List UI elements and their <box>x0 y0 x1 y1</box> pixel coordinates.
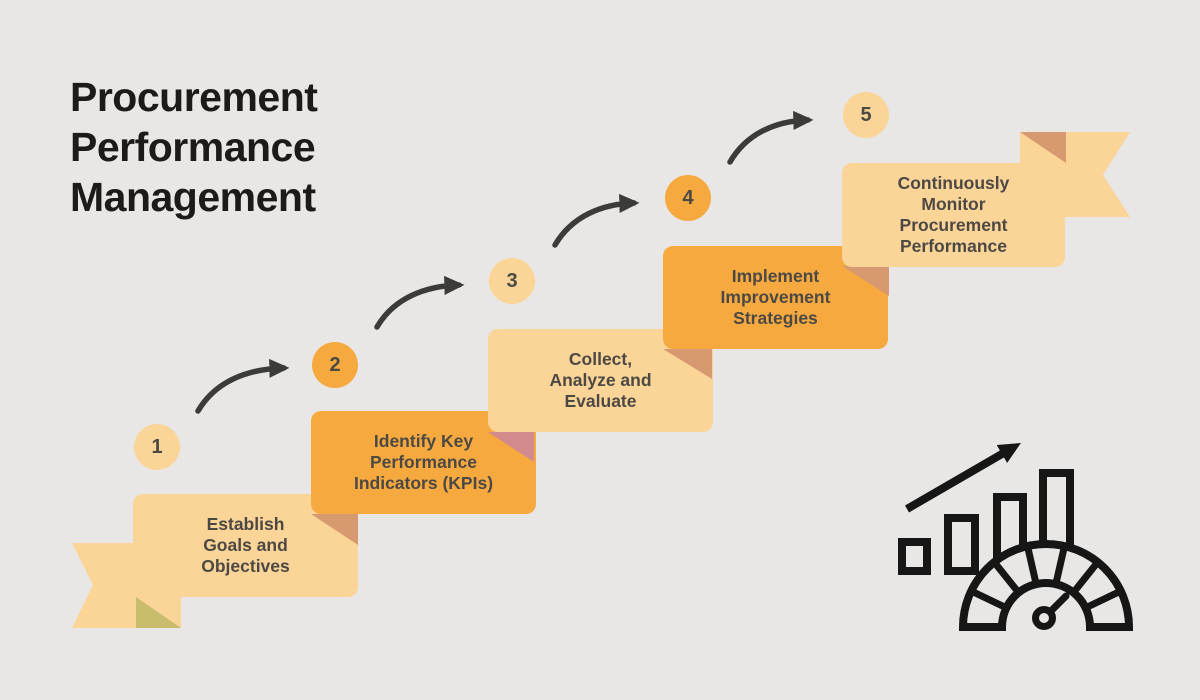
performance-metrics-icon <box>898 442 1134 631</box>
page-title: Procurement Performance Management <box>70 74 318 220</box>
step-circle-4: 4 <box>665 175 711 221</box>
arrow-step3-to-step4-icon <box>552 193 640 248</box>
arrow-step2-to-step3-icon <box>374 275 465 330</box>
arrow-step1-to-step2-icon <box>195 358 290 414</box>
step-circle-1: 1 <box>134 424 180 470</box>
step-label-2: Identify Key Performance Indicators (KPI… <box>353 431 494 493</box>
step-label-3: Collect, Analyze and Evaluate <box>549 349 652 411</box>
step-label-5: Continuously Monitor Procurement Perform… <box>897 173 1010 256</box>
gauge-needle-icon <box>1032 592 1070 630</box>
step-circle-3: 3 <box>489 258 535 304</box>
step5-tail-fold <box>1020 132 1066 163</box>
arrow-step4-to-step5-icon <box>727 110 814 165</box>
step-circle-5: 5 <box>843 92 889 138</box>
bar-chart-icon <box>898 469 1074 575</box>
step-circle-2: 2 <box>312 342 358 388</box>
step-label-1: Establish Goals and Objectives <box>201 514 290 576</box>
step-label-4: Implement Improvement Strategies <box>720 266 831 328</box>
step1-tail-fold <box>136 597 181 628</box>
growth-arrow-icon <box>904 442 1021 513</box>
gauge-icon <box>958 540 1134 631</box>
